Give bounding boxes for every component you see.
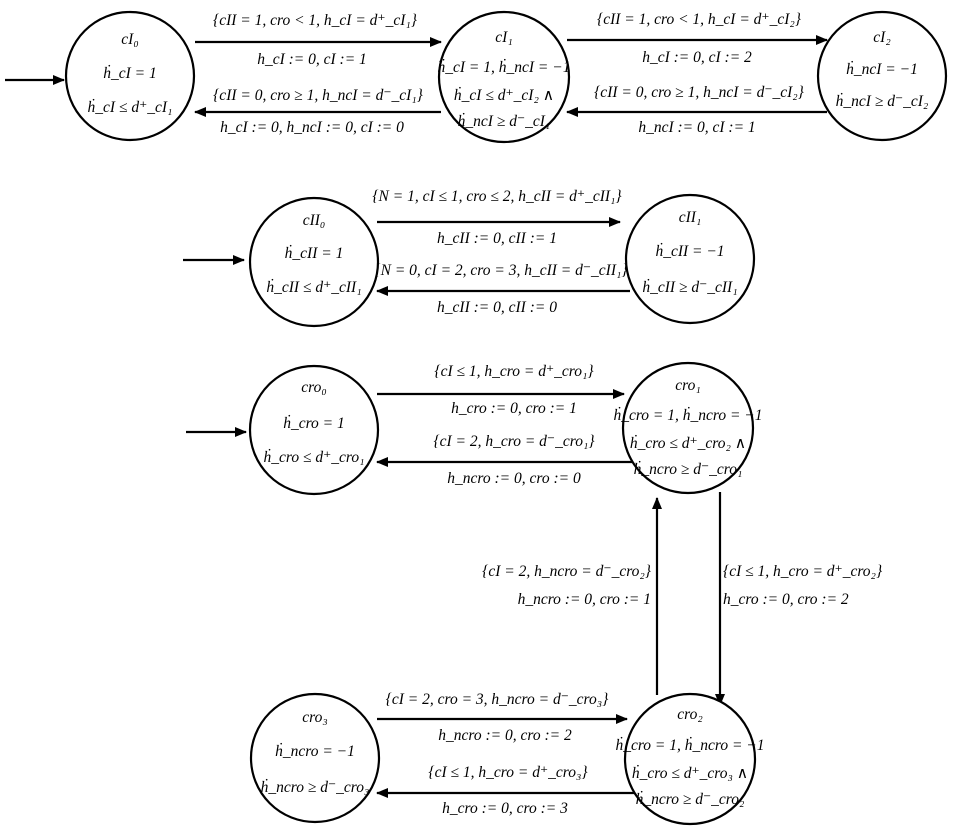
state-name: cro₀	[301, 379, 326, 396]
state-name: cro₁	[675, 377, 700, 394]
state-invariant: ḣ_ncI ≥ d⁻_cI₂	[836, 93, 929, 110]
state-cro2: cro₂ ḣ_cro = 1, ḣ_ncro = −1 ḣ_cro ≤ d⁺_c…	[615, 692, 765, 826]
reset-cii0-cii1: h_cII := 0, cII := 1	[437, 230, 557, 247]
guard-cro0-cro1: {cI ≤ 1, h_cro = d⁺_cro₁}	[434, 363, 594, 380]
state-invariant: ḣ_ncro ≥ d⁻_cro₃	[261, 779, 370, 796]
state-circle-cro1	[621, 361, 755, 495]
state-invariant: ḣ_cII ≤ d⁺_cII₁	[266, 279, 361, 296]
guard-cro1-cro2: {cI ≤ 1, h_cro = d⁺_cro₂}	[723, 563, 883, 580]
state-flow: ḣ_cro = 1, ḣ_ncro = −1	[615, 737, 764, 754]
automaton-ci: {cII = 1, cro < 1, h_cI = d⁺_cI₁} h_cI :…	[5, 10, 948, 144]
guard-cii1-cii0: {N = 0, cI = 2, cro = 3, h_cII = d⁻_cII₁…	[374, 262, 628, 279]
guard-cro2-cro3: {cI ≤ 1, h_cro = d⁺_cro₃}	[428, 764, 588, 781]
state-flow: ḣ_cI = 1	[103, 65, 157, 82]
state-flow: ḣ_cII = 1	[285, 245, 344, 262]
state-invariant: ḣ_cII ≥ d⁻_cII₁	[642, 279, 737, 296]
state-circle-cro3	[249, 692, 381, 824]
state-circle-ci0	[64, 10, 196, 142]
state-cro3: cro₃ ḣ_ncro = −1 ḣ_ncro ≥ d⁻_cro₃	[249, 692, 381, 824]
guard-ci1-ci2: {cII = 1, cro < 1, h_cI = d⁺_cI₂}	[597, 11, 802, 28]
reset-cro2-cro3: h_cro := 0, cro := 3	[442, 800, 568, 817]
state-invariant-2: ḣ_ncI ≥ d⁻_cI₁	[458, 113, 551, 130]
reset-ci2-ci1: h_ncI := 0, cI := 1	[638, 119, 755, 136]
state-cii1: cII₁ ḣ_cII = −1 ḣ_cII ≥ d⁻_cII₁	[624, 193, 756, 325]
reset-cro1-cro0: h_ncro := 0, cro := 0	[447, 470, 581, 487]
guard-ci2-ci1: {cII = 0, cro ≥ 1, h_ncI = d⁻_cI₂}	[594, 84, 805, 101]
state-invariant-2: ḣ_ncro ≥ d⁻_cro₂	[636, 791, 745, 808]
state-flow: ḣ_ncro = −1	[275, 743, 355, 760]
reset-cro0-cro1: h_cro := 0, cro := 1	[451, 400, 577, 417]
guard-ci0-ci1: {cII = 1, cro < 1, h_cI = d⁺_cI₁}	[213, 12, 418, 29]
state-ci0: cI₀ ḣ_cI = 1 ḣ_cI ≤ d⁺_cI₁	[64, 10, 196, 142]
state-name: cI₂	[873, 29, 891, 46]
state-name: cro₂	[677, 706, 703, 723]
reset-cii1-cii0: h_cII := 0, cII := 0	[437, 299, 557, 316]
guard-cro1-cro0: {cI = 2, h_cro = d⁻_cro₁}	[433, 433, 595, 450]
state-invariant: ḣ_cI ≤ d⁺_cI₂ ∧	[454, 87, 554, 104]
reset-ci1-ci0: h_cI := 0, h_ncI := 0, cI := 0	[220, 119, 404, 136]
state-invariant: ḣ_cro ≤ d⁺_cro₂ ∧	[630, 435, 746, 452]
state-name: cII₁	[679, 209, 702, 226]
reset-ci1-ci2: h_cI := 0, cI := 2	[642, 49, 752, 66]
guard-ci1-ci0: {cII = 0, cro ≥ 1, h_ncI = d⁻_cI₁}	[213, 87, 424, 104]
state-invariant: ḣ_cI ≤ d⁺_cI₁	[88, 99, 173, 116]
state-name: cI₀	[121, 31, 138, 48]
state-cro0: cro₀ ḣ_cro = 1 ḣ_cro ≤ d⁺_cro₁	[248, 364, 380, 496]
state-flow: ḣ_cro = 1	[283, 415, 345, 432]
state-invariant-2: ḣ_ncro ≥ d⁻_cro₁	[634, 461, 743, 478]
state-circle-cii0	[248, 196, 380, 328]
reset-cro3-cro2: h_ncro := 0, cro := 2	[438, 727, 572, 744]
state-name: cII₀	[303, 212, 326, 229]
guard-cii0-cii1: {N = 1, cI ≤ 1, cro ≤ 2, h_cII = d⁺_cII₁…	[372, 188, 622, 205]
reset-cro1-cro2: h_cro := 0, cro := 2	[723, 591, 849, 608]
state-cro1: cro₁ ḣ_cro = 1, ḣ_ncro = −1 ḣ_cro ≤ d⁺_c…	[613, 361, 763, 495]
state-circle-ci2	[816, 10, 948, 142]
state-flow: ḣ_cro = 1, ḣ_ncro = −1	[613, 407, 762, 424]
guard-cro3-cro2: {cI = 2, cro = 3, h_ncro = d⁻_cro₃}	[386, 691, 609, 708]
guard-cro2-cro1: {cI = 2, h_ncro = d⁻_cro₂}	[482, 563, 652, 580]
automaton-cro: {cI ≤ 1, h_cro = d⁺_cro₁} h_cro := 0, cr…	[186, 361, 883, 826]
state-circle-cro2	[623, 692, 757, 826]
state-flow: ḣ_ncI = −1	[846, 61, 918, 78]
state-circle-cii1	[624, 193, 756, 325]
reset-cro2-cro1: h_ncro := 0, cro := 1	[518, 591, 651, 608]
state-name: cro₃	[302, 709, 327, 726]
state-cii0: cII₀ ḣ_cII = 1 ḣ_cII ≤ d⁺_cII₁	[248, 196, 380, 328]
state-flow: ḣ_cII = −1	[655, 243, 724, 260]
state-circle-cro0	[248, 364, 380, 496]
state-invariant: ḣ_cro ≤ d⁺_cro₃ ∧	[632, 765, 748, 782]
automaton-cii: {N = 1, cI ≤ 1, cro ≤ 2, h_cII = d⁺_cII₁…	[183, 188, 756, 328]
state-invariant: ḣ_cro ≤ d⁺_cro₁	[264, 449, 365, 466]
state-name: cI₁	[495, 29, 512, 46]
state-ci1: cI₁ ḣ_cI = 1, ḣ_ncI = −1 ḣ_cI ≤ d⁺_cI₂ ∧…	[437, 10, 571, 144]
state-circle-ci1	[437, 10, 571, 144]
state-ci2: cI₂ ḣ_ncI = −1 ḣ_ncI ≥ d⁻_cI₂	[816, 10, 948, 142]
reset-ci0-ci1: h_cI := 0, cI := 1	[257, 51, 367, 68]
state-flow: ḣ_cI = 1, ḣ_ncI = −1	[438, 59, 571, 76]
